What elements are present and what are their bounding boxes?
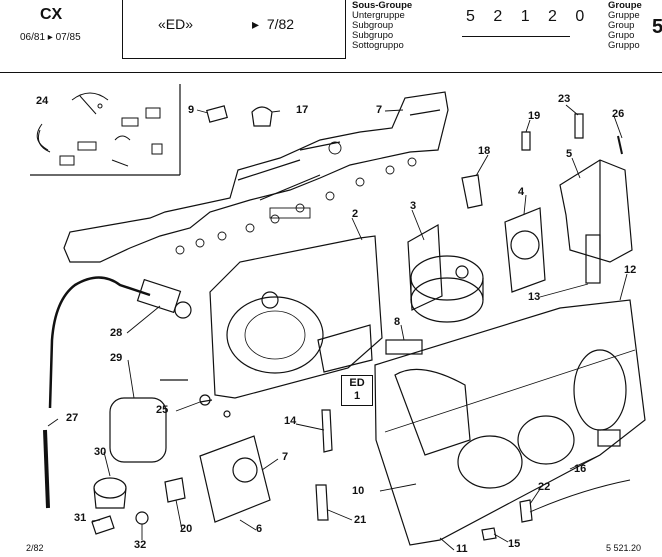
cable-coupling bbox=[136, 278, 192, 319]
lower-components bbox=[43, 379, 631, 541]
bulb-holders bbox=[206, 105, 623, 355]
group-labels: Groupe Gruppe Group Grupo Gruppo bbox=[608, 1, 642, 51]
callout-11: 11 bbox=[456, 543, 468, 555]
ed-reference-box: ED 1 bbox=[341, 375, 373, 406]
edition-label: «ED» bbox=[158, 16, 194, 32]
group-label-en: Group bbox=[608, 20, 635, 31]
callout-9: 9 bbox=[188, 104, 195, 116]
callout-5: 5 bbox=[566, 148, 573, 160]
callout-12: 12 bbox=[624, 264, 637, 276]
callout-4: 4 bbox=[518, 186, 525, 198]
callout-23: 23 bbox=[558, 93, 571, 105]
callout-21: 21 bbox=[354, 514, 367, 526]
callout-32: 32 bbox=[134, 539, 147, 551]
production-dates: 06/81 ▸ 07/85 bbox=[20, 32, 81, 43]
callout-20: 20 bbox=[180, 523, 193, 535]
printed-circuit bbox=[63, 91, 449, 263]
subgroup-label-de: Untergruppe bbox=[352, 10, 405, 21]
instrument-housing bbox=[374, 299, 646, 546]
callout-25: 25 bbox=[156, 404, 169, 416]
edition-box bbox=[122, 0, 346, 59]
tachometer-movement bbox=[407, 224, 484, 323]
ed-box-line2: 1 bbox=[353, 390, 361, 402]
callout-6: 6 bbox=[256, 523, 263, 535]
callout-7-lower: 7 bbox=[282, 451, 289, 463]
callout-28: 28 bbox=[110, 327, 123, 339]
edition-date: ▸ 7/82 bbox=[252, 16, 294, 33]
callout-7: 7 bbox=[376, 104, 383, 116]
leader-lines bbox=[47, 104, 628, 551]
callout-10: 10 bbox=[352, 485, 365, 497]
callout-22: 22 bbox=[538, 481, 551, 493]
callout-19: 19 bbox=[528, 110, 541, 122]
mounting-bracket bbox=[559, 159, 633, 284]
subgroup-label-es: Subgrupo bbox=[352, 30, 394, 41]
footer-plate-ref: 5 521.20 bbox=[606, 543, 642, 553]
gauge-movement bbox=[504, 207, 546, 293]
callout-2: 2 bbox=[352, 208, 359, 220]
ed-box-line1: ED bbox=[349, 377, 365, 389]
small-parts-kit bbox=[36, 92, 163, 167]
kit-box-outline bbox=[30, 84, 181, 176]
callout-18: 18 bbox=[478, 145, 491, 157]
callout-29: 29 bbox=[110, 352, 123, 364]
callout-16: 16 bbox=[574, 463, 587, 475]
subgroup-code: 5 2 1 2 0 bbox=[466, 8, 592, 25]
callout-8: 8 bbox=[394, 316, 401, 328]
callout-27: 27 bbox=[66, 412, 79, 424]
group-label-fr: Groupe bbox=[608, 0, 642, 11]
callout-24: 24 bbox=[36, 95, 49, 107]
edition-date-value: 7/82 bbox=[266, 16, 295, 32]
subgroup-labels: Sous-Groupe Untergruppe Subgroup Subgrup… bbox=[352, 1, 412, 51]
subgroup-label-it: Sottogruppo bbox=[352, 40, 404, 51]
subgroup-label-en: Subgroup bbox=[352, 20, 394, 31]
callout-31: 31 bbox=[74, 512, 87, 524]
speedometer-unit bbox=[209, 235, 383, 399]
model-name: CX bbox=[40, 6, 63, 23]
arrow-right-icon: ▸ bbox=[252, 16, 260, 32]
subgroup-label-fr: Sous-Groupe bbox=[352, 0, 413, 11]
group-label-it: Gruppo bbox=[608, 40, 640, 51]
callout-13: 13 bbox=[528, 291, 541, 303]
code-underline bbox=[462, 36, 570, 37]
callout-3: 3 bbox=[410, 200, 417, 212]
callout-26: 26 bbox=[612, 108, 625, 120]
group-label-de: Gruppe bbox=[608, 10, 640, 21]
callout-30: 30 bbox=[94, 446, 107, 458]
callout-15: 15 bbox=[508, 538, 521, 550]
footer-print-date: 2/82 bbox=[26, 543, 44, 553]
callout-14: 14 bbox=[284, 415, 297, 427]
callout-17: 17 bbox=[296, 104, 309, 116]
header-rule bbox=[0, 72, 662, 73]
speedometer-cable bbox=[48, 276, 151, 409]
group-number: 5 bbox=[652, 16, 662, 38]
group-label-es: Grupo bbox=[608, 30, 635, 41]
